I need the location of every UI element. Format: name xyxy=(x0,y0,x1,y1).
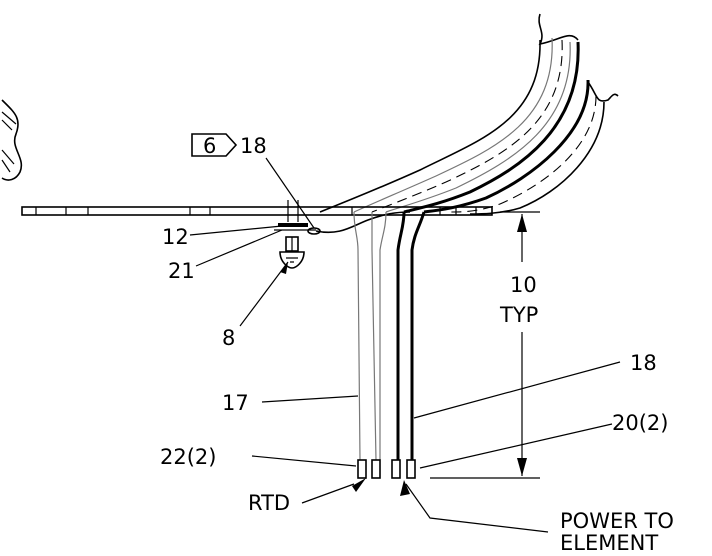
labels: 12 21 8 18 17 20(2) 22(2) RTD POWER TO E… xyxy=(160,225,674,555)
dimension-10: 10 TYP xyxy=(430,211,540,479)
break-fragment-left xyxy=(1,99,23,181)
label-17: 17 xyxy=(222,391,249,415)
label-8: 8 xyxy=(222,326,235,350)
leader-lines xyxy=(189,225,621,533)
dimension-typ: TYP xyxy=(499,303,538,327)
mounting-plate xyxy=(21,206,493,216)
label-22: 22(2) xyxy=(160,445,216,469)
label-12: 12 xyxy=(162,225,189,249)
label-20: 20(2) xyxy=(612,411,668,435)
callout-ref-18: 18 xyxy=(240,134,267,158)
label-18-lower: 18 xyxy=(630,351,657,375)
callout-box: 6 18 xyxy=(191,133,315,229)
label-21: 21 xyxy=(168,259,195,283)
fastener xyxy=(274,200,316,269)
label-power-line2: ELEMENT xyxy=(560,531,658,555)
cable-bundle xyxy=(319,37,605,215)
label-power-line1: POWER TO xyxy=(560,509,674,533)
dimension-value: 10 xyxy=(510,273,537,297)
vertical-wires xyxy=(353,211,426,461)
label-rtd: RTD xyxy=(248,491,290,515)
callout-box-number: 6 xyxy=(203,134,216,158)
terminals xyxy=(357,459,416,479)
